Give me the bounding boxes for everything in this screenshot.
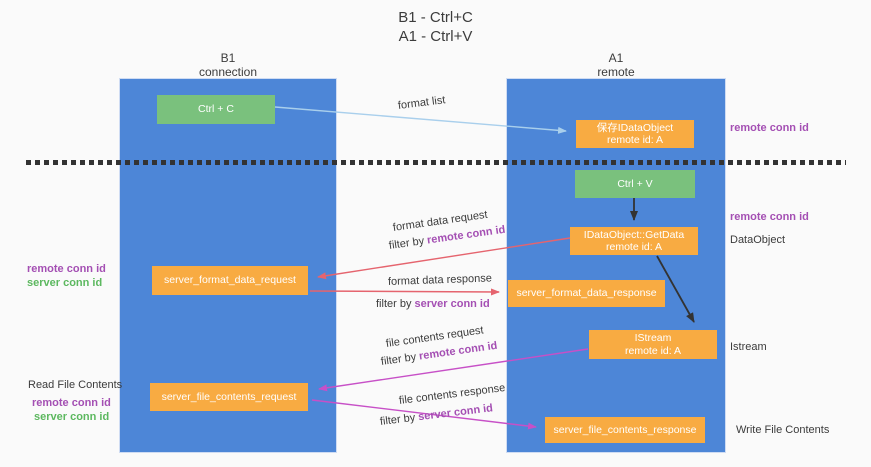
node-server-format-data-response-label: server_format_data_response — [516, 287, 657, 300]
label-format-list: format list — [397, 94, 447, 112]
title-line-2: A1 - Ctrl+V — [398, 28, 473, 45]
label-left-remote-conn-id-2: remote conn id — [32, 397, 111, 409]
node-save-idataobject: 保存IDataObject remote id: A — [576, 120, 694, 148]
node-ctrl-c-label: Ctrl + C — [198, 103, 234, 116]
title-line-1: B1 - Ctrl+C — [398, 9, 473, 26]
node-idataobject-getdata-line2: remote id: A — [605, 241, 663, 253]
label-read-file-contents: Read File Contents — [28, 379, 123, 391]
lane-header-b1: B1 connection — [168, 51, 288, 79]
node-save-idataobject-line2: remote id: A — [606, 134, 664, 146]
filter-by-text: filter by — [379, 411, 419, 428]
label-filter-by-server-conn-id-1: filter by server conn id — [376, 298, 490, 310]
label-left-server-conn-id-2: server conn id — [34, 411, 110, 423]
node-server-format-data-request: server_format_data_request — [152, 266, 308, 295]
label-format-data-response: format data response — [387, 272, 493, 288]
diagram-title: B1 - Ctrl+C A1 - Ctrl+V — [0, 8, 871, 46]
node-server-file-contents-response: server_file_contents_response — [545, 417, 705, 443]
label-write-file-contents: Write File Contents — [736, 424, 830, 436]
label-filter-by-server-conn-id-2: filter by server conn id — [379, 402, 493, 428]
filter-by-text: filter by — [380, 350, 420, 368]
lane-b1-name: B1 — [220, 51, 236, 65]
node-server-file-contents-response-label: server_file_contents_response — [553, 423, 697, 436]
filter-by-text: filter by — [388, 234, 428, 252]
node-istream-line1: IStream — [634, 332, 672, 344]
server-conn-id-text: server conn id — [414, 298, 490, 310]
lane-b1-subtitle: connection — [198, 65, 258, 79]
node-ctrl-c: Ctrl + C — [157, 95, 275, 124]
filter-by-text: filter by — [376, 298, 415, 310]
node-idataobject-getdata-line1: IDataObject::GetData — [583, 228, 685, 241]
node-ctrl-v-label: Ctrl + V — [617, 177, 653, 190]
node-ctrl-v: Ctrl + V — [575, 170, 695, 198]
node-server-file-contents-request: server_file_contents_request — [150, 383, 308, 411]
phase-separator-dashed-line — [26, 160, 846, 165]
node-istream-line2: remote id: A — [624, 344, 682, 357]
lane-header-a1: A1 remote — [556, 51, 676, 79]
server-conn-id-text: server conn id — [417, 402, 494, 424]
node-idataobject-getdata: IDataObject::GetData remote id: A — [570, 227, 698, 255]
label-istream: Istream — [730, 341, 767, 353]
node-server-file-contents-request-label: server_file_contents_request — [161, 390, 297, 403]
label-dataobject: DataObject — [730, 234, 786, 246]
node-server-format-data-response: server_format_data_response — [508, 280, 665, 307]
lane-a1-name: A1 — [608, 51, 624, 65]
label-right-remote-conn-id-top: remote conn id — [730, 122, 809, 134]
node-istream: IStream remote id: A — [589, 330, 717, 359]
arrow-format-data-response — [309, 288, 500, 296]
label-right-remote-conn-id-mid: remote conn id — [730, 211, 809, 223]
label-left-remote-conn-id: remote conn id — [27, 263, 106, 275]
lane-a1-subtitle: remote — [597, 65, 635, 79]
label-left-server-conn-id: server conn id — [27, 277, 103, 289]
node-save-idataobject-line1: 保存IDataObject — [596, 121, 674, 134]
node-server-format-data-request-label: server_format_data_request — [164, 274, 296, 287]
